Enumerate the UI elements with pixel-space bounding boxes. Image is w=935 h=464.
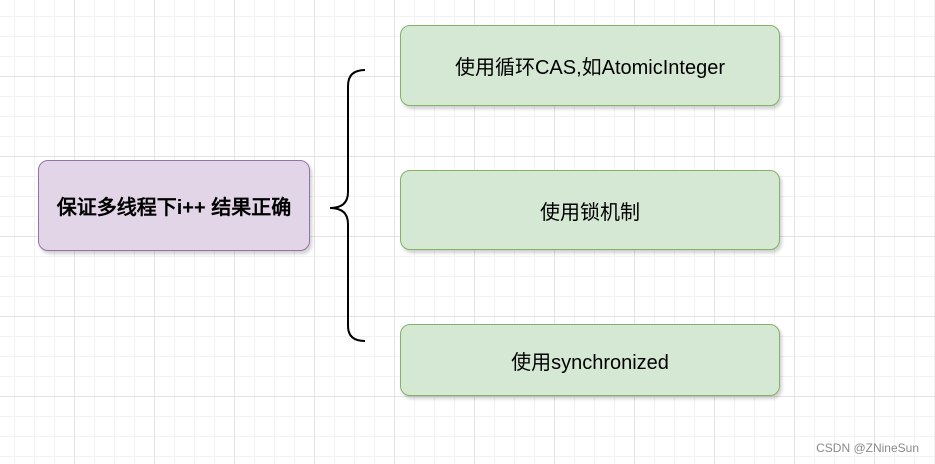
watermark-text: CSDN @ZNineSun <box>816 441 919 455</box>
branch-node-lock[interactable]: 使用锁机制 <box>400 170 780 250</box>
root-topic-node[interactable]: 保证多线程下i++ 结果正确 <box>38 160 310 251</box>
branch-node-synchronized[interactable]: 使用synchronized <box>400 324 780 396</box>
branch-node-cas[interactable]: 使用循环CAS,如AtomicInteger <box>400 25 780 106</box>
